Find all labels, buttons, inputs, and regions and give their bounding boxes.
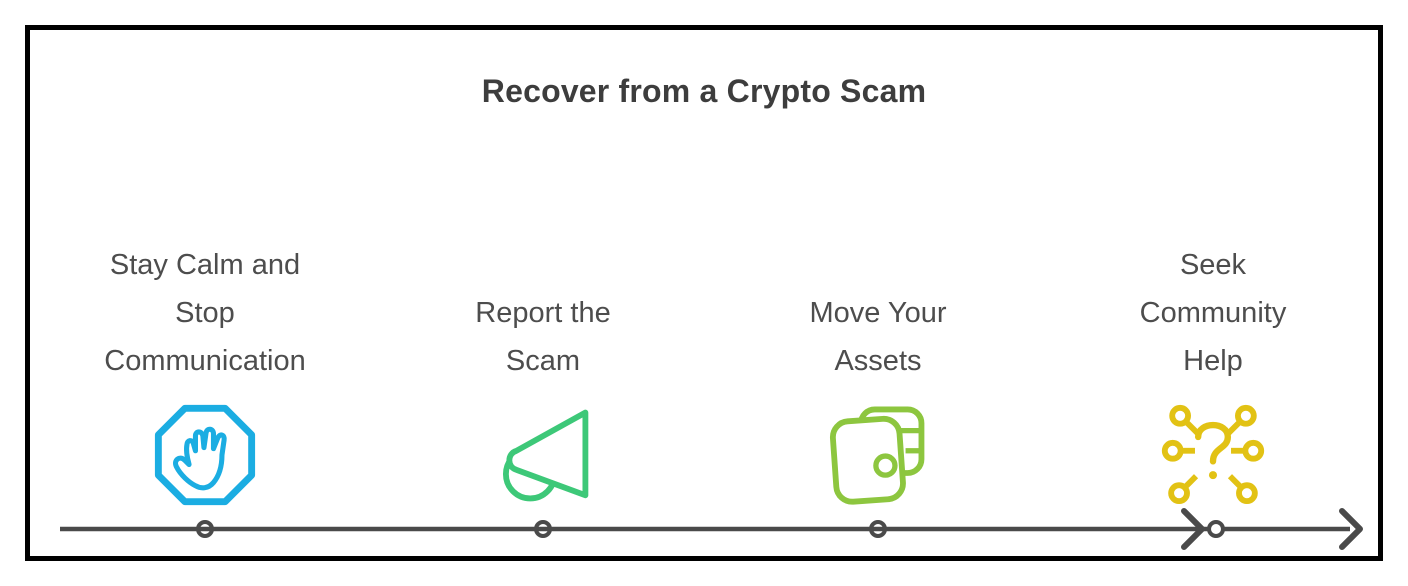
step-label: Seek Community Help	[1139, 249, 1287, 377]
timeline-mid-arrowhead-icon	[1181, 508, 1205, 550]
timeline-end-arrowhead-icon	[1339, 508, 1363, 550]
timeline-milestone-3	[869, 520, 887, 538]
timeline-milestone-4	[1207, 520, 1225, 538]
megaphone-icon	[373, 385, 713, 515]
step-label: Move Your Assets	[809, 297, 947, 377]
step-label: Report the Scam	[475, 297, 611, 377]
step-stay-calm: Stay Calm and Stop Communication	[35, 233, 375, 525]
timeline-milestone-2	[534, 520, 552, 538]
page-title: Recover from a Crypto Scam	[481, 73, 927, 110]
stop-hand-icon	[35, 385, 375, 515]
outer-border	[25, 25, 1383, 561]
step-seek-help: Seek Community Help	[1043, 233, 1383, 525]
step-report-scam: Report the Scam	[373, 233, 713, 525]
timeline-milestone-1	[196, 520, 214, 538]
timeline-arrow	[0, 497, 1408, 567]
step-move-assets: Move Your Assets	[708, 233, 1048, 525]
community-network-icon	[1043, 385, 1383, 515]
wallet-icon	[708, 385, 1048, 515]
step-label: Stay Calm and Stop Communication	[104, 249, 306, 377]
